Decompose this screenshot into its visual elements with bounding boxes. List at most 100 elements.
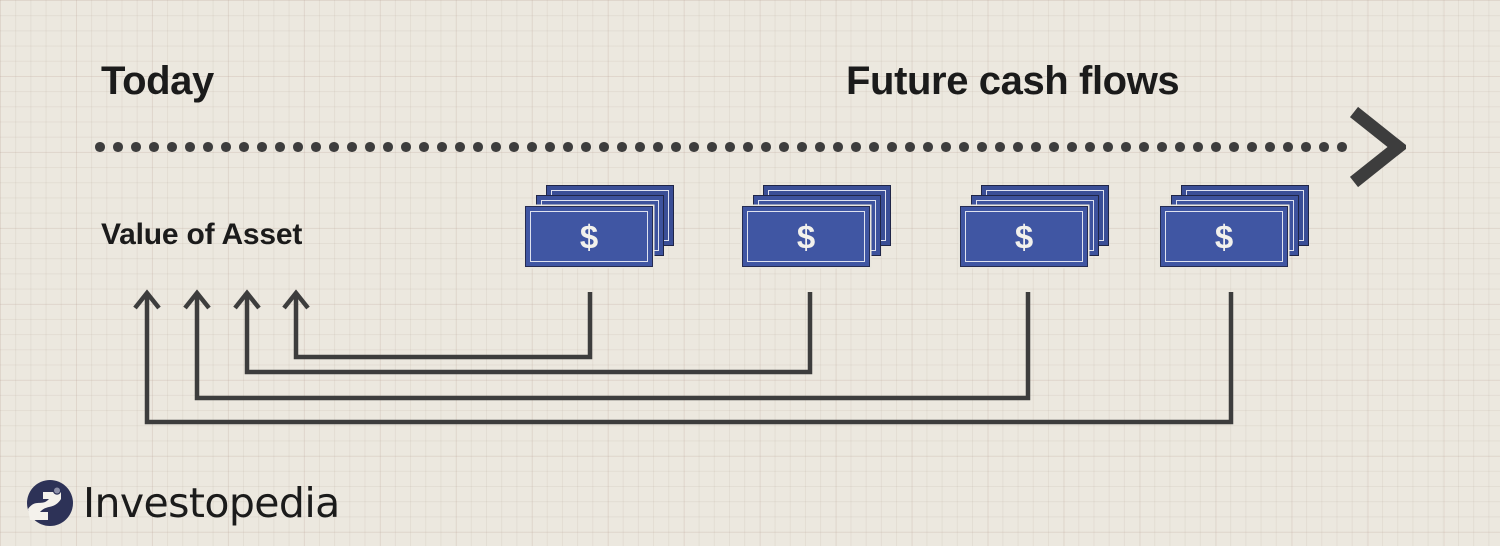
timeline-dot bbox=[995, 142, 1005, 152]
cash-flow-bill-stack: $ bbox=[742, 185, 894, 269]
timeline-dot bbox=[347, 142, 357, 152]
dollar-sign-icon: $ bbox=[579, 218, 599, 255]
timeline-dot bbox=[1121, 142, 1131, 152]
dollar-sign-icon: $ bbox=[1014, 218, 1034, 255]
cash-flow-bill-stack: $ bbox=[960, 185, 1112, 269]
timeline-dot bbox=[1175, 142, 1185, 152]
timeline-dot bbox=[527, 142, 537, 152]
timeline-dot bbox=[311, 142, 321, 152]
discount-arrow-4-head-icon bbox=[282, 289, 310, 310]
timeline-dot bbox=[977, 142, 987, 152]
cash-flow-bill-stack: $ bbox=[525, 185, 677, 269]
dollar-sign-icon: $ bbox=[796, 218, 816, 255]
money-bill-front: $ bbox=[960, 206, 1088, 267]
label-value-of-asset: Value of Asset bbox=[101, 218, 303, 251]
timeline-dot bbox=[455, 142, 465, 152]
timeline-dot bbox=[941, 142, 951, 152]
timeline-dot bbox=[257, 142, 267, 152]
discount-arrow-2-head-icon bbox=[183, 289, 211, 310]
timeline-dot bbox=[851, 142, 861, 152]
bill-inner-border bbox=[965, 211, 1083, 262]
timeline-dot bbox=[833, 142, 843, 152]
timeline-dot bbox=[239, 142, 249, 152]
money-bill-front: $ bbox=[1160, 206, 1288, 267]
dollar-sign-icon: $ bbox=[1214, 218, 1234, 255]
timeline-dot bbox=[401, 142, 411, 152]
timeline-dot bbox=[779, 142, 789, 152]
timeline-dot bbox=[437, 142, 447, 152]
timeline-dot bbox=[275, 142, 285, 152]
money-bill-front: $ bbox=[525, 206, 653, 267]
timeline-dot bbox=[1283, 142, 1293, 152]
timeline-dot bbox=[815, 142, 825, 152]
timeline-dot bbox=[293, 142, 303, 152]
timeline-dot bbox=[653, 142, 663, 152]
timeline-dot bbox=[383, 142, 393, 152]
timeline-dot bbox=[689, 142, 699, 152]
page-title-future-cash-flows: Future cash flows bbox=[846, 59, 1180, 103]
investopedia-logo: Investopedia bbox=[26, 476, 340, 530]
discount-arrow-3-head-icon bbox=[233, 289, 261, 310]
timeline-dot bbox=[1157, 142, 1167, 152]
timeline-dot bbox=[707, 142, 717, 152]
timeline-dot bbox=[743, 142, 753, 152]
timeline-dot bbox=[869, 142, 879, 152]
timeline-dot bbox=[491, 142, 501, 152]
bill-inner-border bbox=[747, 211, 865, 262]
money-bill-front: $ bbox=[742, 206, 870, 267]
discount-arrow-4-path bbox=[293, 292, 593, 360]
timeline-dot bbox=[761, 142, 771, 152]
investopedia-wordmark: Investopedia bbox=[83, 478, 340, 527]
timeline-dot bbox=[113, 142, 123, 152]
timeline-dot bbox=[1031, 142, 1041, 152]
timeline-dot bbox=[905, 142, 915, 152]
page-title-today: Today bbox=[101, 59, 214, 103]
timeline-dot bbox=[887, 142, 897, 152]
discount-arrow-1-head-icon bbox=[133, 289, 161, 310]
timeline-dot bbox=[1211, 142, 1221, 152]
discount-arrow-3-path bbox=[244, 292, 813, 375]
timeline-dot bbox=[131, 142, 141, 152]
discount-arrow-1-path bbox=[144, 292, 1234, 425]
timeline-dot bbox=[599, 142, 609, 152]
timeline-dot bbox=[95, 142, 105, 152]
timeline-dot bbox=[419, 142, 429, 152]
bill-inner-border bbox=[1165, 211, 1283, 262]
timeline-dot bbox=[581, 142, 591, 152]
timeline-dotted-axis bbox=[95, 142, 1351, 152]
timeline-dot bbox=[1085, 142, 1095, 152]
timeline-dot bbox=[1049, 142, 1059, 152]
timeline-dot bbox=[563, 142, 573, 152]
timeline-dot bbox=[1265, 142, 1275, 152]
timeline-dot bbox=[1013, 142, 1023, 152]
timeline-dot bbox=[725, 142, 735, 152]
timeline-dot bbox=[797, 142, 807, 152]
timeline-dot bbox=[671, 142, 681, 152]
timeline-dot bbox=[509, 142, 519, 152]
timeline-dot bbox=[365, 142, 375, 152]
timeline-dot bbox=[617, 142, 627, 152]
timeline-dot bbox=[1247, 142, 1257, 152]
timeline-dot bbox=[1139, 142, 1149, 152]
timeline-dot bbox=[1229, 142, 1239, 152]
timeline-dot bbox=[1103, 142, 1113, 152]
bill-inner-border bbox=[530, 211, 648, 262]
timeline-dot bbox=[1301, 142, 1311, 152]
timeline-dot bbox=[923, 142, 933, 152]
timeline-dot bbox=[329, 142, 339, 152]
timeline-dot bbox=[221, 142, 231, 152]
timeline-dot bbox=[473, 142, 483, 152]
timeline-dot bbox=[959, 142, 969, 152]
timeline-dot bbox=[635, 142, 645, 152]
discount-arrow-2-path bbox=[194, 292, 1031, 401]
timeline-dot bbox=[203, 142, 213, 152]
arrow-right-icon bbox=[1349, 106, 1406, 188]
timeline-dot bbox=[1337, 142, 1347, 152]
timeline-dot bbox=[185, 142, 195, 152]
timeline-dot bbox=[1193, 142, 1203, 152]
timeline-dot bbox=[149, 142, 159, 152]
timeline-dot bbox=[1067, 142, 1077, 152]
timeline-dot bbox=[545, 142, 555, 152]
